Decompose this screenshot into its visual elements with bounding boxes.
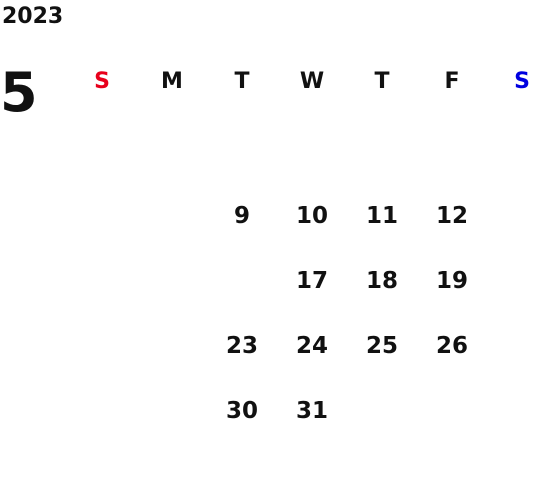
day-number: 17 bbox=[295, 268, 328, 294]
day-cell-21: 21 bbox=[76, 320, 128, 372]
day-number: 12 bbox=[435, 203, 468, 229]
day-number: 13 bbox=[505, 203, 538, 229]
day-cell-31: 31 bbox=[286, 385, 338, 437]
day-cell-17: 17 bbox=[286, 255, 338, 307]
day-cell-26: 26 bbox=[426, 320, 478, 372]
month-label: 5 bbox=[0, 61, 38, 124]
day-cell-29: 29 bbox=[146, 385, 198, 437]
day-number: 28 bbox=[85, 398, 118, 424]
day-number: 19 bbox=[435, 268, 468, 294]
weekday-header-5: F bbox=[444, 69, 460, 94]
day-cell-19: 19 bbox=[426, 255, 478, 307]
year-label: 2023 bbox=[2, 4, 64, 29]
day-number: 30 bbox=[225, 398, 258, 424]
weekday-header-3: W bbox=[299, 69, 325, 94]
day-cell-8: 8 bbox=[146, 190, 198, 242]
day-cell-10: 10 bbox=[286, 190, 338, 242]
day-cell-22: 22 bbox=[146, 320, 198, 372]
day-cell-5: 5 bbox=[426, 125, 478, 177]
day-number: 23 bbox=[225, 333, 258, 359]
day-cell-9: 9 bbox=[216, 190, 268, 242]
day-number: 22 bbox=[155, 333, 188, 359]
day-number: 10 bbox=[295, 203, 328, 229]
day-cell-13: 13 bbox=[496, 190, 548, 242]
day-cell-28: 28 bbox=[76, 385, 128, 437]
day-cell-1: 1 bbox=[146, 125, 198, 177]
day-number: 29 bbox=[155, 398, 188, 424]
day-number: 5 bbox=[443, 138, 460, 164]
day-cell-16: 16 bbox=[216, 255, 268, 307]
day-number: 9 bbox=[233, 203, 250, 229]
day-number: 27 bbox=[505, 333, 538, 359]
day-number: 18 bbox=[365, 268, 398, 294]
day-cell-6: 6 bbox=[496, 125, 548, 177]
day-number: 24 bbox=[295, 333, 328, 359]
day-number: 21 bbox=[85, 333, 118, 359]
day-number: 26 bbox=[435, 333, 468, 359]
day-cell-4: 4 bbox=[356, 125, 408, 177]
day-cell-11: 11 bbox=[356, 190, 408, 242]
day-number: 4 bbox=[373, 138, 390, 164]
day-cell-12: 12 bbox=[426, 190, 478, 242]
day-cell-27: 27 bbox=[496, 320, 548, 372]
day-cell-2: 2 bbox=[216, 125, 268, 177]
day-cell-24: 24 bbox=[286, 320, 338, 372]
weekday-header-4: T bbox=[374, 69, 390, 94]
day-number: 8 bbox=[163, 203, 180, 229]
day-number: 16 bbox=[225, 268, 258, 294]
day-number: 3 bbox=[303, 138, 320, 164]
day-number: 15 bbox=[155, 268, 188, 294]
day-number: 14 bbox=[85, 268, 118, 294]
weekday-header-6: S bbox=[514, 69, 530, 94]
day-cell-7: 7 bbox=[76, 190, 128, 242]
day-cell-25: 25 bbox=[356, 320, 408, 372]
day-number: 7 bbox=[93, 203, 110, 229]
day-number: 20 bbox=[505, 268, 538, 294]
day-number: 31 bbox=[295, 398, 328, 424]
day-cell-30: 30 bbox=[216, 385, 268, 437]
day-cell-20: 20 bbox=[496, 255, 548, 307]
day-cell-23: 23 bbox=[216, 320, 268, 372]
day-number: 25 bbox=[365, 333, 398, 359]
weekday-header-1: M bbox=[161, 69, 183, 94]
day-number: 6 bbox=[513, 138, 530, 164]
weekday-header-0: S bbox=[94, 69, 110, 94]
day-number: 2 bbox=[233, 138, 250, 164]
weekday-header-2: T bbox=[234, 69, 250, 94]
day-number: 1 bbox=[163, 138, 180, 164]
day-cell-15: 15 bbox=[146, 255, 198, 307]
day-number: 11 bbox=[365, 203, 398, 229]
day-cell-14: 14 bbox=[76, 255, 128, 307]
day-cell-18: 18 bbox=[356, 255, 408, 307]
day-cell-3: 3 bbox=[286, 125, 338, 177]
